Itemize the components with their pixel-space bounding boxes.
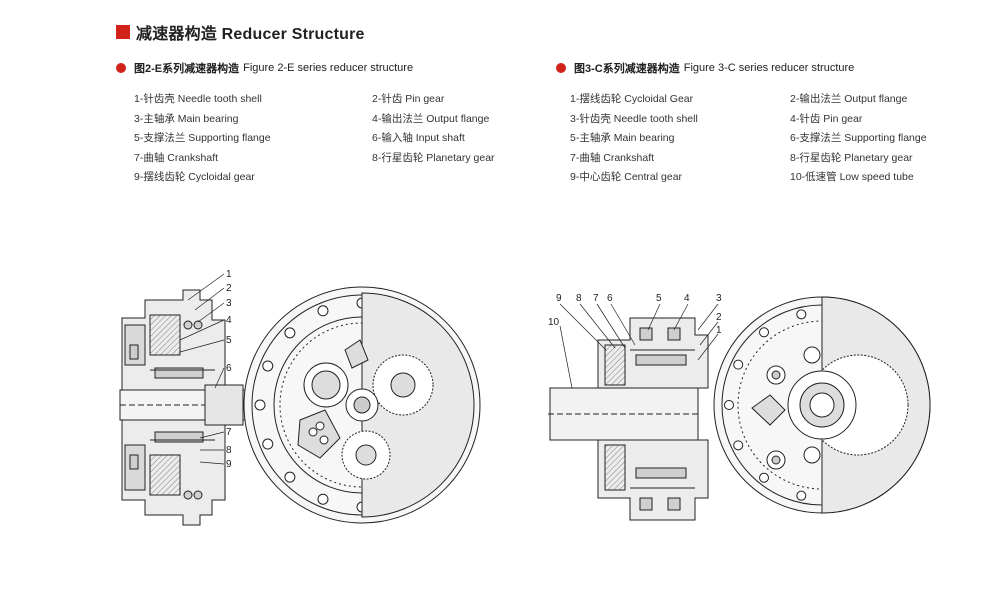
callout-6: 6 xyxy=(607,293,613,304)
bolt-hole xyxy=(262,360,274,372)
callout-7: 7 xyxy=(226,427,232,438)
part-label: 3-针齿壳 Needle tooth shell xyxy=(570,112,698,125)
callout-10: 10 xyxy=(548,317,560,328)
callout-1: 1 xyxy=(716,325,722,336)
fig3-title: 图3-C系列减速器构造 Figure 3-C series reducer st… xyxy=(556,60,854,76)
callout-4: 4 xyxy=(226,315,232,326)
callout-4: 4 xyxy=(684,293,690,304)
red-square-icon xyxy=(116,25,130,39)
callout-5: 5 xyxy=(226,335,232,346)
callout-8: 8 xyxy=(576,293,582,304)
bolt-hole xyxy=(284,471,296,483)
bolt-hole xyxy=(317,493,329,505)
page-header: 减速器构造 Reducer Structure xyxy=(116,20,365,44)
fig3-side-section xyxy=(548,317,709,521)
callout-3: 3 xyxy=(716,293,722,304)
page-title: 减速器构造 Reducer Structure xyxy=(136,26,365,43)
fig3-title-en: Figure 3-C series reducer structure xyxy=(683,62,855,74)
fig2-section: 图2-E系列减速器构造 Figure 2-E series reducer st… xyxy=(116,60,413,76)
callout-6: 6 xyxy=(226,363,232,374)
part-label: 5-主轴承 Main bearing xyxy=(570,132,675,144)
bolt-hole xyxy=(733,440,744,451)
callout-1: 1 xyxy=(226,269,232,280)
part-label: 1-摆线齿轮 Cycloidal Gear xyxy=(570,93,694,105)
part-label: 6-输入轴 Input shaft xyxy=(372,132,465,144)
fig2-title-cn: 图2-E系列减速器构造 xyxy=(134,63,240,75)
bolt-hole xyxy=(317,305,329,317)
bolt-hole xyxy=(759,472,770,483)
fig2-title-en: Figure 2-E series reducer structure xyxy=(243,62,414,74)
callout-2: 2 xyxy=(226,283,232,294)
part-label: 7-曲轴 Crankshaft xyxy=(570,151,655,164)
part-label: 2-输出法兰 Output flange xyxy=(790,93,908,105)
part-label: 8-行星齿轮 Planetary gear xyxy=(372,151,495,164)
bolt-hole xyxy=(284,327,296,339)
fig2-callouts: 1 2 3 4 5 6 7 8 9 xyxy=(179,269,232,470)
bolt-hole xyxy=(759,327,770,338)
part-label: 4-针齿 Pin gear xyxy=(790,112,863,125)
bolt-hole xyxy=(724,400,734,410)
callout-5: 5 xyxy=(656,293,662,304)
callout-9: 9 xyxy=(556,293,562,304)
bolt-hole xyxy=(262,438,274,450)
callout-8: 8 xyxy=(226,445,232,456)
red-dot-icon xyxy=(116,63,126,73)
part-label: 2-针齿 Pin gear xyxy=(372,93,445,105)
red-dot-icon xyxy=(556,63,566,73)
bolt-hole xyxy=(796,490,807,501)
part-label: 6-支撑法兰 Supporting flange xyxy=(790,132,927,144)
fig3-title-cn: 图3-C系列减速器构造 xyxy=(574,63,680,75)
part-label: 4-输出法兰 Output flange xyxy=(372,112,490,125)
fig2-side-section xyxy=(119,289,246,526)
bolt-hole xyxy=(254,399,266,411)
fig3-parts-right: 2-输出法兰 Output flange 4-针齿 Pin gear 6-支撑法… xyxy=(790,90,927,188)
bolt-hole xyxy=(733,359,744,370)
callout-7: 7 xyxy=(593,293,599,304)
part-label: 9-中心齿轮 Central gear xyxy=(570,171,683,183)
fig2-title: 图2-E系列减速器构造 Figure 2-E series reducer st… xyxy=(116,60,413,76)
fig3-parts-left: 1-摆线齿轮 Cycloidal Gear 3-针齿壳 Needle tooth… xyxy=(570,90,698,188)
fig3-front-view xyxy=(713,296,931,514)
part-label: 7-曲轴 Crankshaft xyxy=(134,151,219,164)
part-label: 3-主轴承 Main bearing xyxy=(134,112,239,125)
fig2-front-view xyxy=(243,286,481,524)
part-label: 8-行星齿轮 Planetary gear xyxy=(790,151,913,164)
fig2-parts-right: 2-针齿 Pin gear 4-输出法兰 Output flange 6-输入轴… xyxy=(372,90,495,168)
part-label: 5-支撑法兰 Supporting flange xyxy=(134,132,271,144)
fig3-section: 图3-C系列减速器构造 Figure 3-C series reducer st… xyxy=(556,60,854,76)
bolt-hole xyxy=(796,309,807,320)
part-label: 9-摆线齿轮 Cycloidal gear xyxy=(134,171,255,183)
part-label: 1-针齿壳 Needle tooth shell xyxy=(134,93,262,105)
fig3-callouts: 9 8 7 6 5 4 3 10 2 1 xyxy=(548,293,722,389)
callout-2: 2 xyxy=(716,312,722,323)
callout-3: 3 xyxy=(226,298,232,309)
part-label: 10-低速管 Low speed tube xyxy=(790,171,914,183)
fig2-parts-left: 1-针齿壳 Needle tooth shell 3-主轴承 Main bear… xyxy=(134,90,271,188)
callout-9: 9 xyxy=(226,459,232,470)
